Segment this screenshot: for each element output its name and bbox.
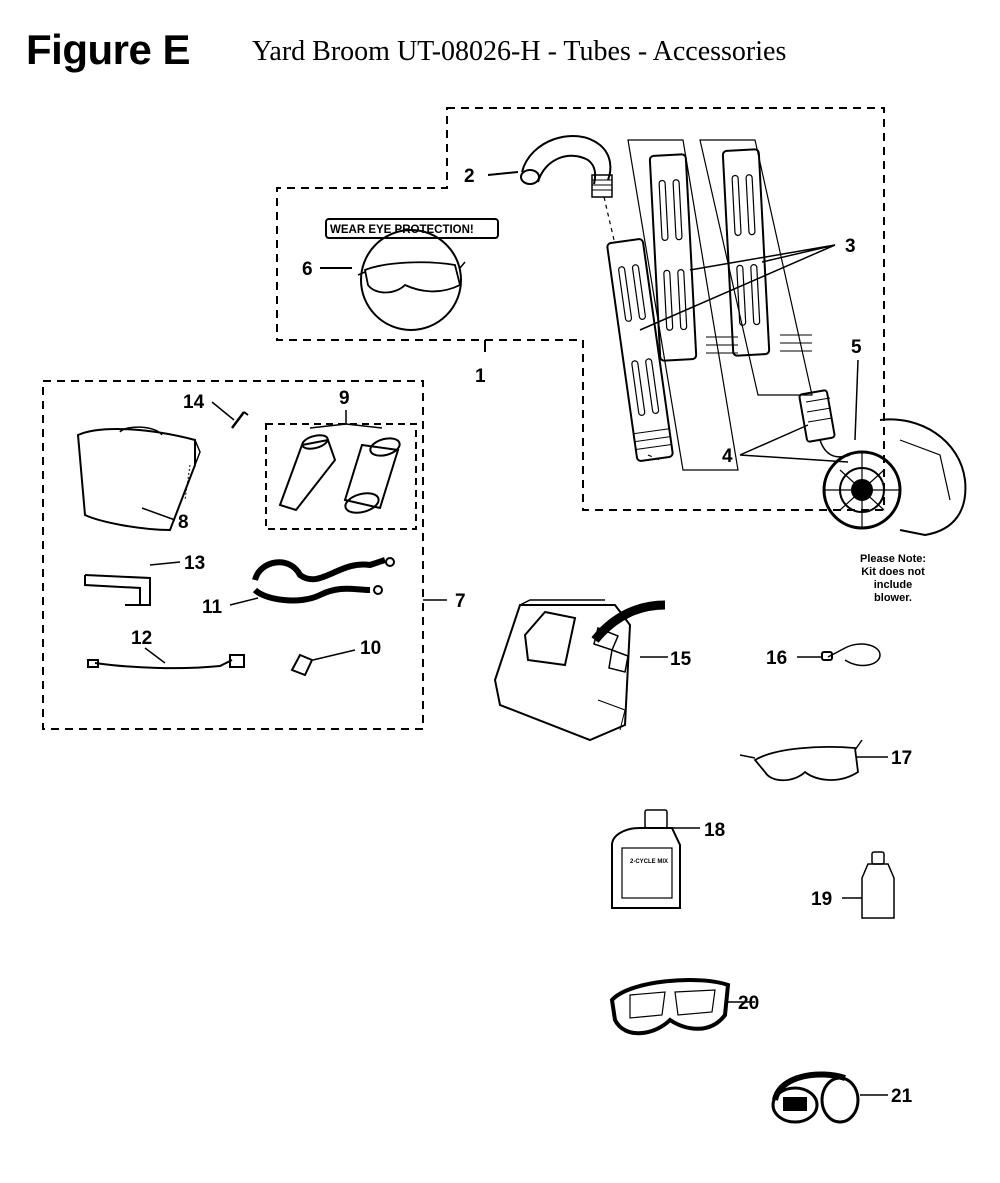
callout-18: 18 [704, 820, 725, 841]
bracket-part-13 [84, 574, 151, 606]
fuel-can-part-15 [493, 599, 666, 742]
callout-15: 15 [670, 649, 692, 670]
blower-outline [822, 418, 967, 537]
nozzles-part-9 [278, 434, 401, 514]
small-bottle-part-19 [861, 851, 895, 919]
tube-segment-a [606, 238, 674, 462]
note-line-2: Kit does not [861, 566, 925, 578]
figure-title: Yard Broom UT-08026-H - Tubes - Accessor… [252, 36, 787, 67]
screw-part-14 [231, 411, 249, 429]
callout-5: 5 [851, 337, 862, 358]
lanyard-part-16 [821, 643, 881, 667]
note-line-4: blower. [874, 592, 912, 604]
tube-segment-b [627, 139, 739, 471]
callout-19: 19 [811, 889, 832, 910]
tube-segment-c [699, 139, 813, 396]
callout-14: 14 [183, 392, 205, 413]
safety-glasses-part-17 [739, 739, 863, 782]
cable-part-12 [87, 654, 245, 670]
kit-1-boundary [276, 107, 885, 511]
callout-7: 7 [455, 591, 466, 612]
kit-7-boundary [42, 380, 424, 730]
callout-9: 9 [339, 388, 350, 409]
callout-2: 2 [464, 166, 475, 187]
bottle-label: 2-CYCLE MIX [630, 859, 668, 865]
callout-20: 20 [738, 993, 759, 1014]
shoulder-strap-part-11 [252, 557, 395, 604]
callout-8: 8 [178, 512, 189, 533]
sticker-text: WEAR EYE PROTECTION! [330, 224, 474, 236]
deflector-part-8 [76, 426, 201, 532]
eye-protection-sticker-part-6 [325, 218, 499, 331]
callout-16: 16 [766, 648, 787, 669]
figure-label: Figure E [26, 26, 191, 73]
callout-10: 10 [360, 638, 381, 659]
callout-4: 4 [722, 446, 733, 467]
callout-3: 3 [845, 236, 856, 257]
hearing-protection-part-21 [771, 1071, 860, 1124]
adapter-part-4 [798, 389, 851, 458]
callout-13: 13 [184, 553, 205, 574]
callout-11: 11 [202, 597, 223, 618]
callout-12: 12 [131, 628, 152, 649]
note-line-3: include [874, 579, 913, 591]
callout-6: 6 [302, 259, 313, 280]
elbow-tube-part-2 [520, 135, 613, 198]
note-line-1: Please Note: [860, 553, 926, 565]
blower-note: Please Note: Kit does not include blower… [860, 553, 926, 604]
callout-1: 1 [475, 366, 486, 387]
callout-21: 21 [891, 1086, 913, 1107]
goggles-part-20 [609, 978, 731, 1036]
callout-17: 17 [891, 748, 912, 769]
clip-part-10 [290, 653, 314, 677]
oil-bottle-part-18 [611, 809, 681, 909]
